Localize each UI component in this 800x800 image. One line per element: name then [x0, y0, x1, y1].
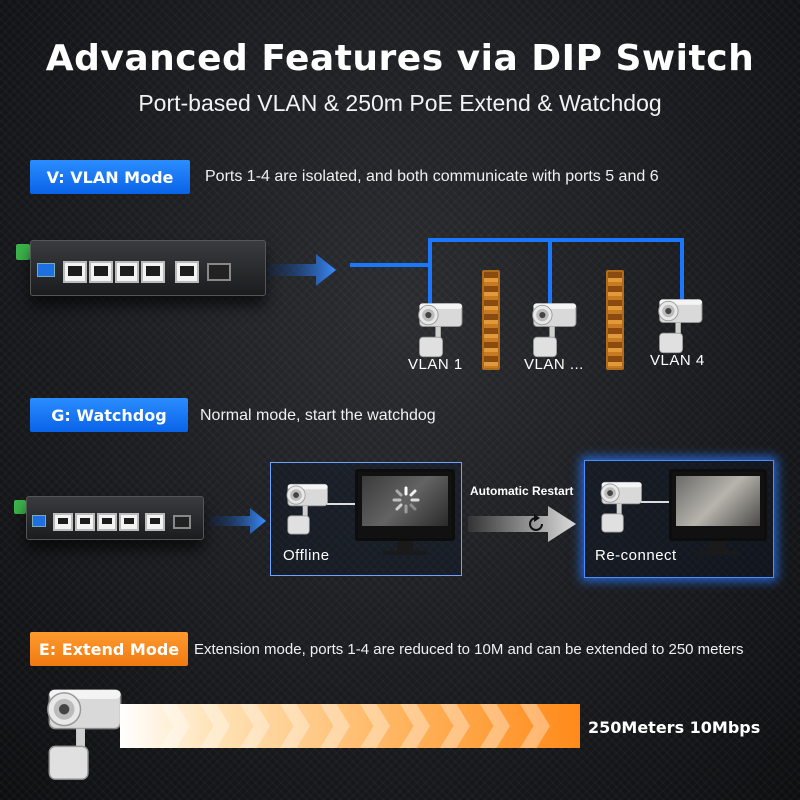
vlan-mode-badge: V: VLAN Mode: [30, 160, 190, 194]
offline-panel: Offline: [270, 462, 462, 576]
switch-device-watchdog: [14, 496, 204, 542]
watchdog-badge: G: Watchdog: [30, 398, 188, 432]
page-title: Advanced Features via DIP Switch: [45, 38, 755, 79]
vlan-description: Ports 1-4 are isolated, and both communi…: [205, 168, 659, 185]
vlan-1-label: VLAN 1: [408, 356, 463, 373]
monitor: [669, 469, 767, 541]
watchdog-description: Normal mode, start the watchdog: [200, 407, 436, 424]
reconnect-panel: Re-connect: [584, 460, 774, 578]
network-cable-isolation-1: [482, 270, 500, 370]
offline-label: Offline: [283, 547, 330, 564]
network-cable-isolation-2: [606, 270, 624, 370]
extension-beam: [120, 704, 580, 748]
vlan-wire-main: [350, 263, 432, 267]
cctv-camera-icon: [412, 300, 466, 362]
vlan-wire-drop-1: [428, 238, 432, 304]
cctv-camera-icon: [652, 296, 706, 358]
restart-arrow: [468, 506, 576, 542]
distance-label: 250Meters 10Mbps: [588, 718, 761, 737]
vlan-mid-label: VLAN ...: [524, 356, 584, 373]
loading-spinner-icon: [392, 486, 420, 514]
vlan-wire-drop-3: [680, 238, 684, 304]
cctv-camera-icon: [595, 479, 645, 537]
switch-device-vlan: [16, 240, 266, 300]
extend-description: Extension mode, ports 1-4 are reduced to…: [194, 641, 744, 658]
restart-icon: [529, 514, 543, 531]
cctv-camera-icon: [36, 684, 128, 788]
automatic-restart-label: Automatic Restart: [470, 484, 574, 498]
right-arrow-icon: [268, 254, 336, 286]
vlan-wire-bus: [428, 238, 684, 242]
vlan-4-label: VLAN 4: [650, 352, 705, 369]
extend-mode-badge: E: Extend Mode: [30, 632, 188, 666]
cctv-camera-icon: [526, 300, 580, 362]
right-arrow-icon: [210, 508, 266, 534]
monitor: [355, 469, 455, 541]
cctv-camera-icon: [281, 481, 331, 539]
page-subtitle: Port-based VLAN & 250m PoE Extend & Watc…: [138, 90, 662, 116]
vlan-wire-drop-2: [548, 238, 552, 304]
reconnect-label: Re-connect: [595, 547, 677, 564]
